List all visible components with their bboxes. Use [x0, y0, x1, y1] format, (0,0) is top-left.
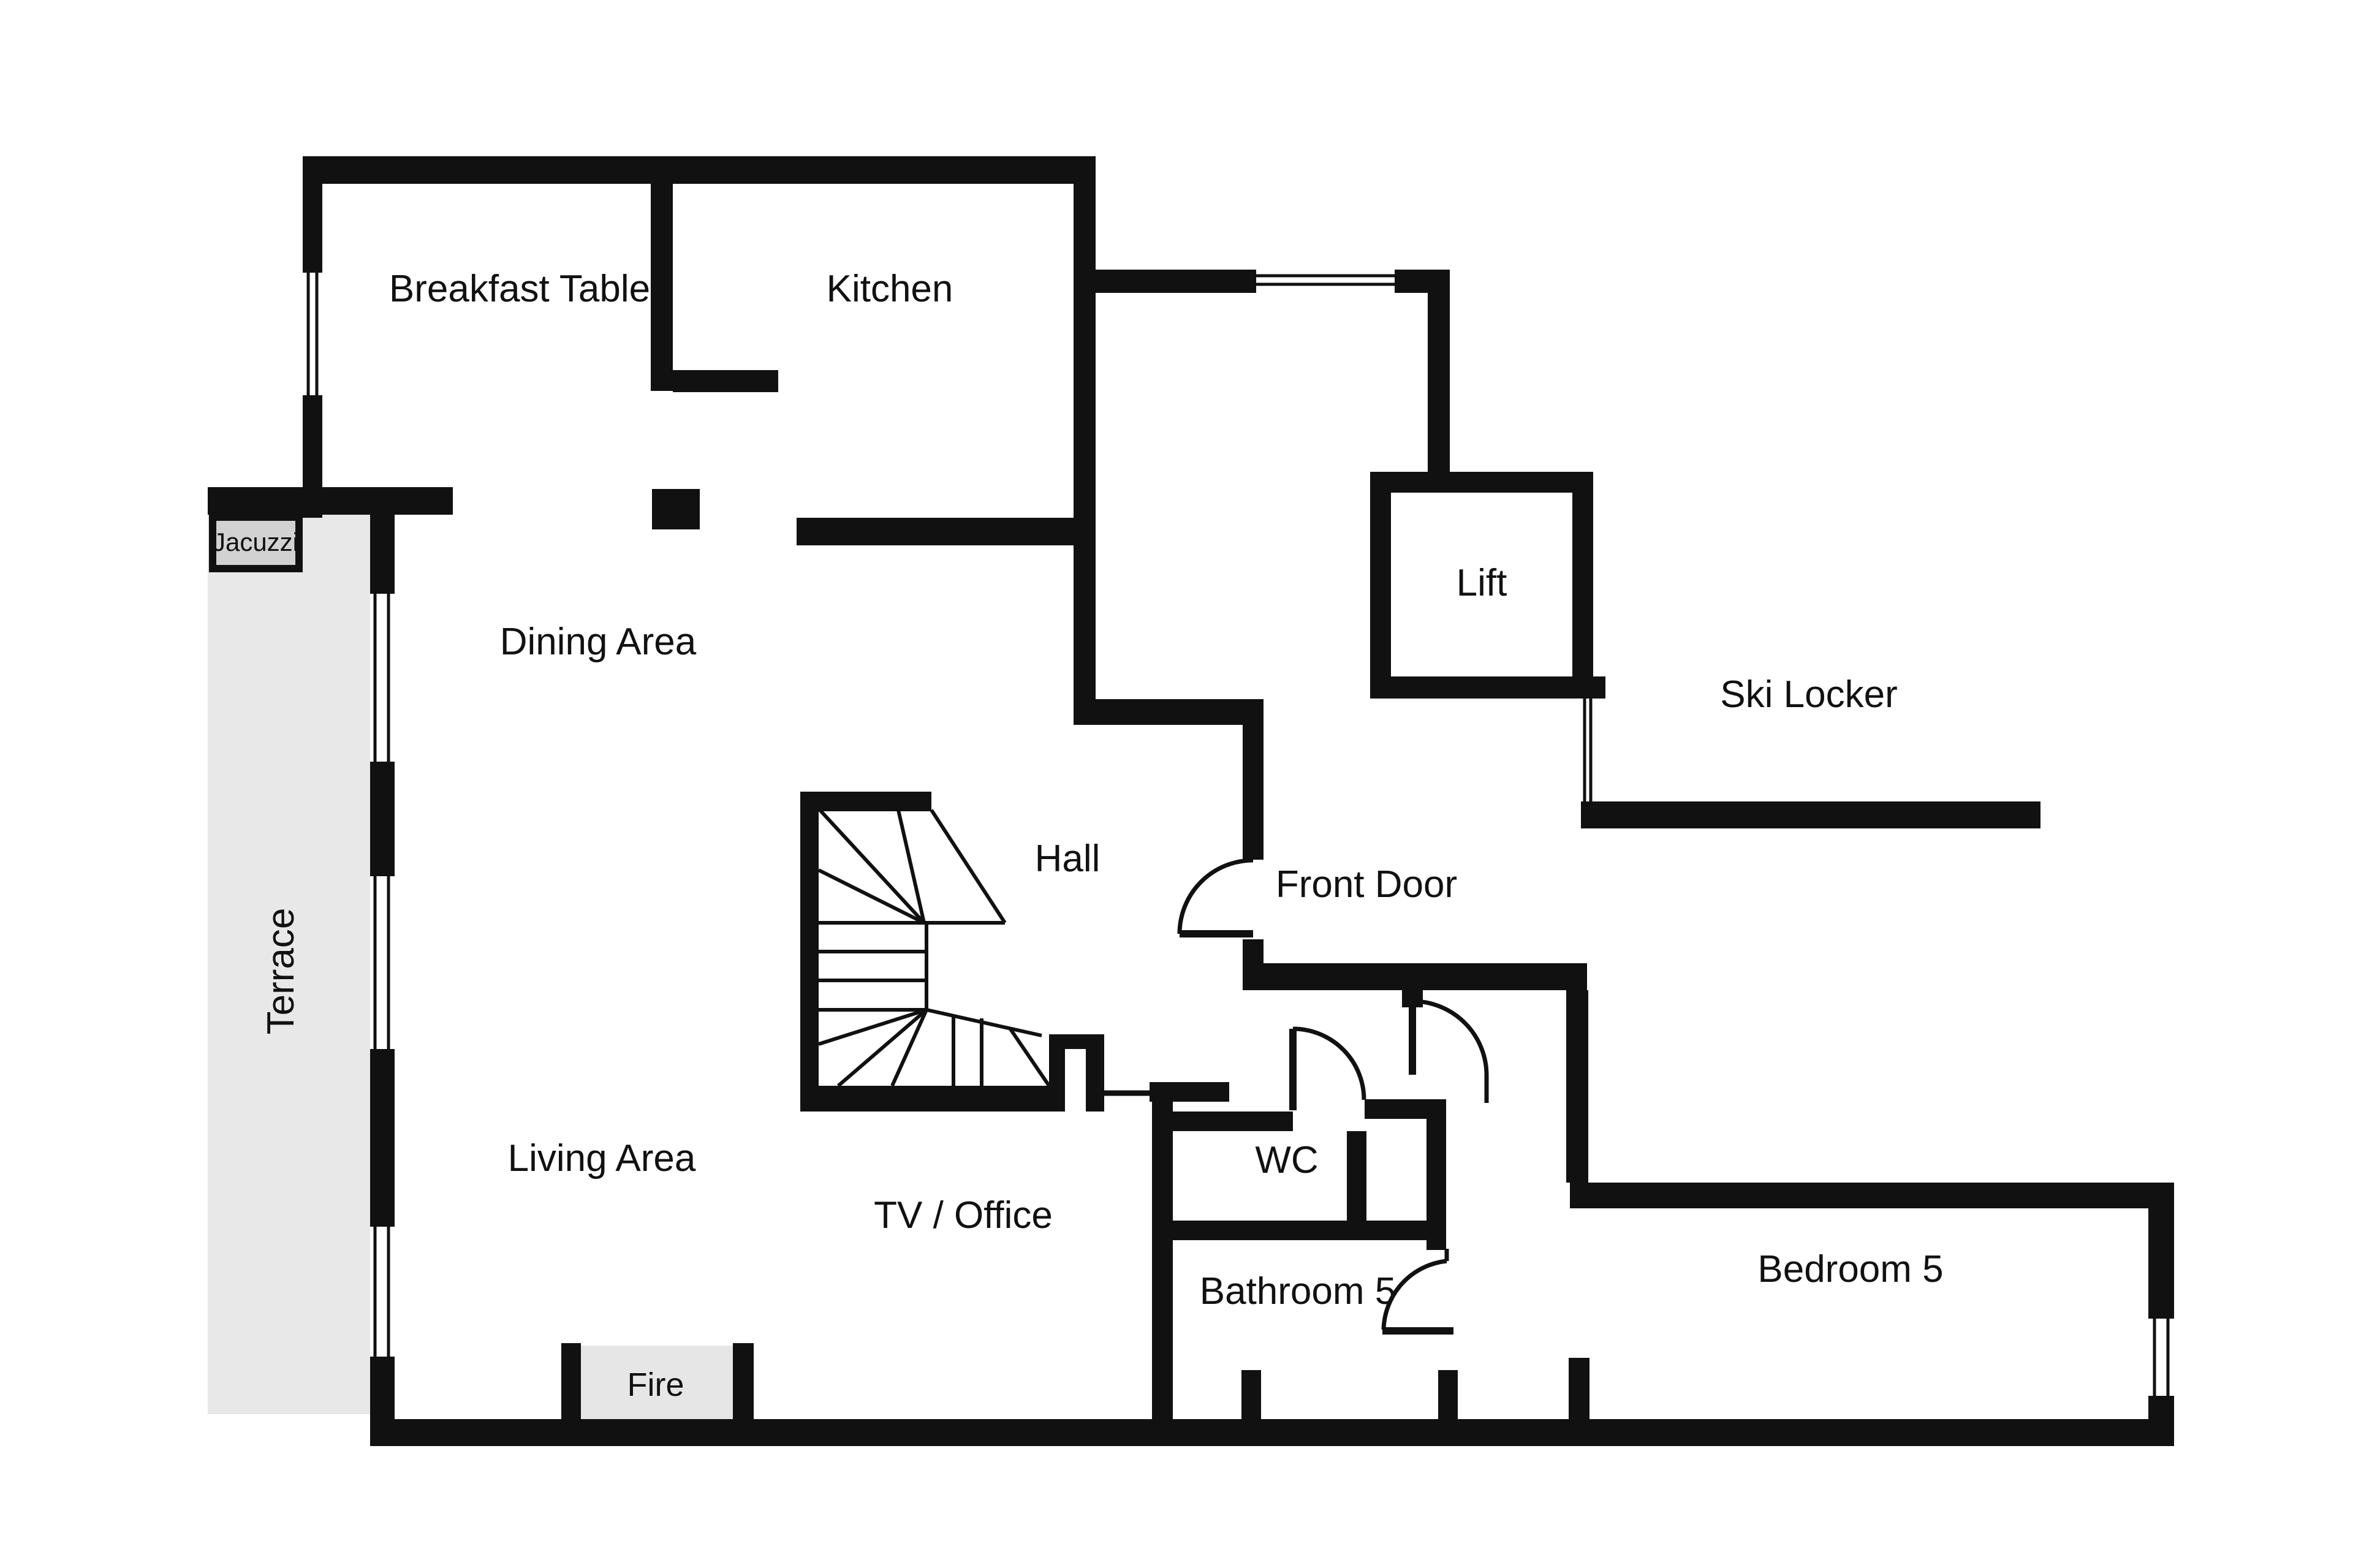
wall-ski-locker-bottom — [1581, 801, 2040, 828]
wall-stair-top — [800, 792, 931, 811]
wall-front-door-stub — [1243, 939, 1264, 965]
label-wc: WC — [1255, 1139, 1318, 1181]
wall-lift-right — [1572, 472, 1593, 676]
wall-bedroom-right-lower — [2148, 1396, 2174, 1446]
label-ski-locker: Ski Locker — [1720, 673, 1897, 716]
corridor-door-swing — [1409, 999, 1489, 1103]
fire-box — [581, 1346, 733, 1420]
wall-lift-bottom — [1370, 676, 1605, 699]
wall-kitchen-bottom — [797, 518, 1089, 545]
wall-wc-bottom — [1173, 1221, 1446, 1240]
wall-breakfast-left-upper — [303, 156, 322, 273]
window-bedroom-right — [2153, 1319, 2170, 1396]
wall-bedroom-right-upper — [2148, 1183, 2174, 1319]
wall-fire-stub-right — [733, 1343, 754, 1420]
stair-end-slot — [1065, 1049, 1086, 1112]
wall-breakfast-kitchen-divider — [651, 184, 673, 391]
wall-left-a — [370, 487, 395, 594]
windows — [306, 273, 2170, 1396]
front-door-swing — [1177, 858, 1254, 937]
wall-sanitary-left — [1152, 1082, 1173, 1419]
fireplace-feature: Fire — [581, 1346, 733, 1420]
window-terrace-2 — [373, 876, 390, 1049]
wall-lift-stub — [1428, 293, 1450, 474]
wall-left-b — [370, 762, 395, 876]
fire-label: Fire — [627, 1366, 684, 1403]
terrace-area — [208, 515, 370, 1414]
wall-dining-stub — [652, 489, 700, 529]
label-lift: Lift — [1457, 562, 1507, 604]
wall-wc-top-right — [1365, 1099, 1446, 1119]
window-terrace-3 — [373, 1227, 390, 1357]
jacuzzi-box — [209, 513, 303, 572]
label-hall: Hall — [1035, 838, 1101, 880]
window-breakfast-left — [306, 273, 319, 395]
wc-door-swing — [1289, 1026, 1366, 1110]
label-kitchen: Kitchen — [827, 268, 953, 310]
label-breakfast-table: Breakfast Table — [389, 268, 650, 310]
wall-landing-south — [1243, 963, 1587, 990]
wall-bottom — [370, 1419, 2174, 1446]
wall-corridor-top-block — [1395, 270, 1450, 293]
wall-corridor-top-left — [1096, 270, 1256, 293]
wall-top — [303, 156, 1096, 184]
wall-terrace-top — [208, 487, 453, 515]
wall-divider-stub — [673, 370, 778, 392]
wall-bedroom-door-stub — [1569, 1358, 1590, 1419]
jacuzzi-label: Jacuzzi — [213, 528, 298, 556]
wall-lift-top — [1370, 472, 1593, 493]
wall-fire-stub-left — [561, 1343, 581, 1420]
window-corridor-top — [1256, 274, 1396, 286]
label-tv-office: TV / Office — [874, 1194, 1053, 1237]
window-terrace-1 — [373, 594, 390, 762]
wall-kitchen-right — [1074, 156, 1096, 725]
wall-bathroom-stub-right — [1438, 1370, 1458, 1419]
wall-stair-bottom — [800, 1086, 1051, 1112]
wall-lift-left — [1370, 472, 1391, 699]
wall-stair-left — [800, 792, 819, 1112]
room-labels: Breakfast Table Kitchen Dining Area Terr… — [260, 268, 1944, 1312]
jacuzzi-feature: Jacuzzi — [209, 513, 303, 572]
wall-front-door-upper — [1243, 699, 1264, 860]
wall-bathroom-stub-bottom — [1241, 1370, 1261, 1419]
label-terrace: Terrace — [260, 908, 302, 1035]
label-living-area: Living Area — [508, 1137, 696, 1180]
bathroom-door-swing — [1381, 1249, 1453, 1335]
staircase — [817, 808, 1051, 1088]
wall-wc-right — [1347, 1131, 1366, 1221]
label-dining-area: Dining Area — [500, 621, 697, 663]
wall-bedroom-corridor — [1566, 990, 1588, 1183]
wall-left-c — [370, 1049, 395, 1227]
wall-hall-top — [1074, 699, 1264, 725]
label-front-door: Front Door — [1276, 863, 1457, 906]
label-bathroom5: Bathroom 5 — [1200, 1270, 1396, 1312]
wall-bedroom-top — [1570, 1183, 2174, 1208]
terrace-floor — [208, 515, 370, 1414]
walls — [208, 156, 2174, 1446]
label-bedroom5: Bedroom 5 — [1757, 1248, 1943, 1290]
window-lift-to-ski-locker — [1583, 699, 1593, 801]
wall-wc-top-left — [1173, 1112, 1293, 1131]
doors — [1177, 858, 1489, 1335]
